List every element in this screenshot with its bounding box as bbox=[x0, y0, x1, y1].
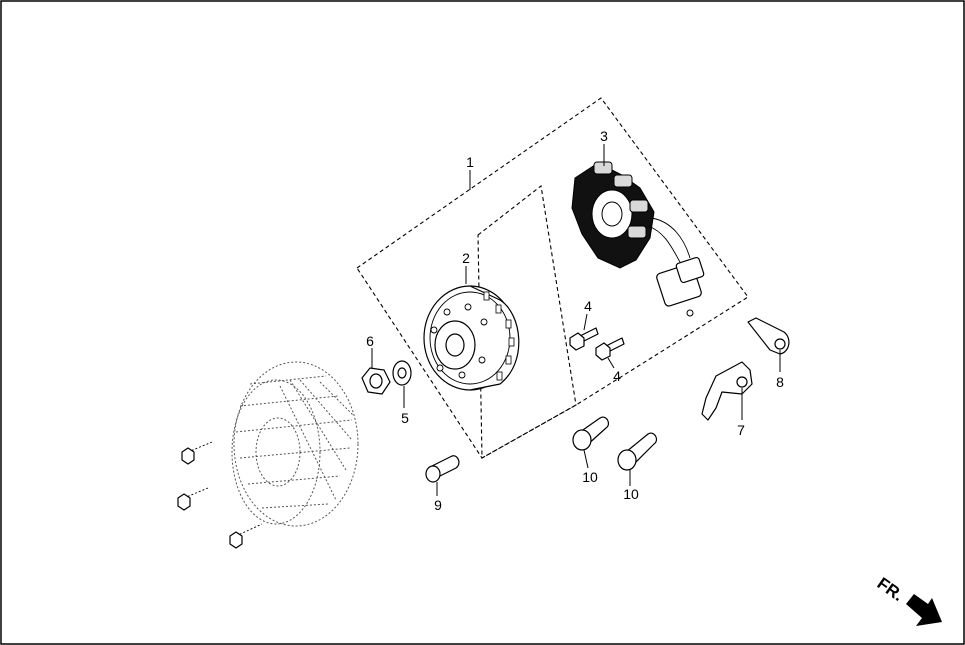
fan-bolt-1 bbox=[181, 441, 213, 465]
callout-10a: 10 bbox=[582, 469, 598, 485]
callout-4a: 4 bbox=[584, 298, 592, 314]
callout-10b: 10 bbox=[623, 486, 639, 502]
callout-8: 8 bbox=[776, 374, 784, 390]
leader-4a bbox=[583, 313, 588, 331]
callout-1: 1 bbox=[466, 154, 474, 170]
callout-3: 3 bbox=[600, 128, 608, 144]
bolt-10a-part bbox=[572, 416, 610, 451]
callout-9: 9 bbox=[434, 497, 442, 513]
bolt-4a-part bbox=[569, 327, 599, 351]
fan-bolt-2 bbox=[177, 487, 209, 511]
front-direction-arrow-icon bbox=[906, 594, 942, 626]
cooling-fan bbox=[231, 361, 359, 527]
callout-7: 7 bbox=[737, 422, 745, 438]
bolt-9-part bbox=[425, 455, 460, 483]
leader-10a bbox=[583, 449, 589, 469]
rotor-part bbox=[423, 285, 520, 391]
stator-part bbox=[571, 161, 705, 317]
callout-4b: 4 bbox=[613, 368, 621, 384]
bolt-10b-part bbox=[617, 432, 658, 471]
nut-6-part bbox=[361, 367, 391, 395]
fan-bolt-3 bbox=[229, 523, 263, 549]
callout-5: 5 bbox=[401, 410, 409, 426]
leader-4b bbox=[607, 357, 615, 369]
bolt-4b-part bbox=[595, 337, 625, 361]
callout-2: 2 bbox=[462, 250, 470, 266]
callout-6: 6 bbox=[366, 333, 374, 349]
washer-5-part bbox=[392, 360, 412, 386]
